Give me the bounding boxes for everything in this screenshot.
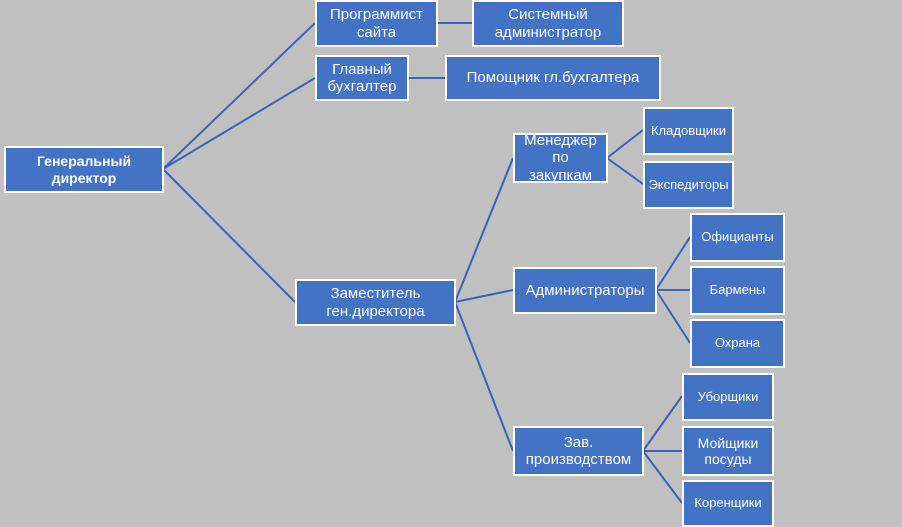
node-production-head: Зав. производством [513, 426, 644, 476]
node-bartenders: Бармены [690, 266, 785, 315]
node-cleaners: Уборщики [682, 373, 774, 421]
connector-admins-to-waiters [655, 236, 691, 291]
node-security: Охрана [690, 319, 785, 368]
node-administrators: Администраторы [513, 267, 657, 314]
connector-gen-to-deputy [162, 168, 296, 303]
node-chief-accountant: Главный бухгалтер [315, 55, 409, 101]
connector-admins-to-security [655, 289, 691, 344]
connector-deputy-to-purchase [454, 157, 514, 303]
connector-purchase-to-storekeepers [606, 129, 644, 159]
node-root-cleaners: Коренщики [682, 480, 774, 527]
node-system-administrator: Системный администратор [472, 0, 624, 47]
connector-production-to-rootcleaners [642, 450, 683, 504]
node-forwarders: Экспедиторы [643, 161, 734, 209]
connector-deputy-to-production [454, 301, 514, 452]
connector-purchase-to-forwarders [606, 157, 644, 185]
connector-gen-to-accountant [162, 77, 316, 170]
node-storekeepers: Кладовщики [643, 107, 734, 155]
node-dishwashers: Мойщики посуды [682, 426, 774, 476]
node-site-programmer: Программист сайта [315, 0, 438, 47]
node-accountant-assistant: Помощник гл.бухгалтера [445, 55, 661, 101]
node-general-director: Генеральный директор [4, 146, 164, 193]
connector-gen-to-programmer [162, 22, 316, 170]
connector-deputy-to-admins [454, 289, 514, 303]
connector-production-to-cleaners [642, 395, 683, 452]
node-purchase-manager: Менеджер по закупкам [513, 132, 608, 184]
node-deputy-director: Заместитель ген.директора [295, 279, 456, 326]
node-waiters: Официанты [690, 213, 785, 262]
